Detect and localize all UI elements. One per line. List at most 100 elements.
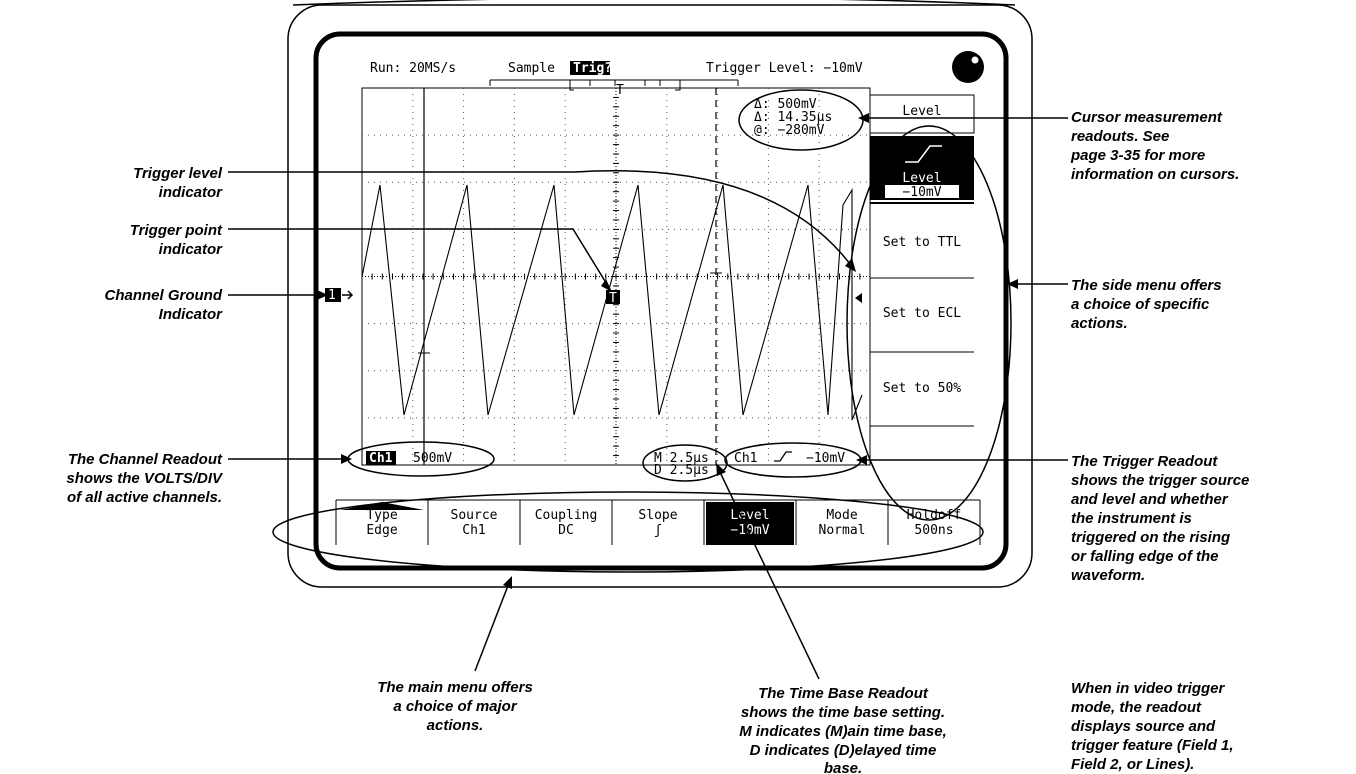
ann-cursor-3: page 3-35 for more	[1070, 147, 1205, 164]
ann-ground-2: Indicator	[159, 306, 224, 323]
cursor-readout-1: Δ: 500mV	[754, 97, 817, 112]
main-menu-level-button[interactable]: Level−10mV	[703, 500, 794, 545]
trigger-slope-icon	[774, 451, 792, 462]
ann-video-3: displays source and	[1071, 718, 1216, 735]
side-menu-ellipse	[846, 125, 1012, 521]
ann-trigger-readout-2: shows the trigger source	[1071, 472, 1249, 489]
knob-highlight	[971, 56, 979, 64]
main-menu-mode-label: Mode	[826, 508, 857, 523]
channel-ground-arrow	[342, 290, 354, 300]
ann-trigger-level-1: Trigger level	[133, 165, 223, 182]
annotations: Trigger level indicator Trigger point in…	[66, 109, 1249, 774]
main-menu-slope-value: ʃ	[654, 523, 662, 538]
ann-side-menu-2: a choice of specific	[1071, 296, 1210, 313]
trigger-point-label: T	[609, 291, 617, 306]
ann-trigger-readout-7: waveform.	[1071, 567, 1145, 584]
ann-timebase-5: base.	[824, 760, 862, 774]
cursor-readout-3: @: −280mV	[754, 123, 825, 138]
ann-cursor-2: readouts. See	[1071, 128, 1169, 145]
main-menu-type-value: Edge	[366, 523, 397, 538]
side-menu-selected-label: Level	[902, 171, 941, 186]
side-menu-item-ecl[interactable]: Set to ECL	[883, 306, 961, 321]
ann-video-4: trigger feature (Field 1,	[1071, 737, 1234, 754]
screen-frame	[313, 31, 1009, 571]
main-menu-mode-value: Normal	[819, 523, 866, 538]
main-menu-pointer-icon	[340, 502, 424, 510]
leader-arrowheads	[317, 113, 1018, 589]
trigger-level-indicator	[855, 293, 862, 303]
ann-cursor-1: Cursor measurement	[1071, 109, 1223, 126]
trigger-readout-level: −10mV	[806, 451, 845, 466]
ann-trigger-level-2: indicator	[159, 184, 224, 201]
ann-main-menu-2: a choice of major	[393, 698, 518, 715]
main-menu-ellipse	[272, 491, 984, 573]
ann-channel-readout-2: shows the VOLTS/DIV	[66, 470, 224, 487]
leader-lines	[228, 117, 1068, 680]
record-t-marker: T	[616, 83, 624, 98]
side-menu-title: Level	[902, 104, 941, 119]
status-trigger-level: Trigger Level: −10mV	[706, 61, 863, 76]
ann-trigger-point-2: indicator	[159, 241, 224, 258]
main-menu-level-label: Level	[730, 508, 769, 523]
channel-readout-channel: Ch1	[369, 451, 393, 466]
ann-trigger-point-1: Trigger point	[130, 222, 223, 239]
side-menu-item-50[interactable]: Set to 50%	[883, 381, 961, 396]
main-menu-selected-bg	[706, 502, 794, 545]
main-menu-source-value: Ch1	[462, 523, 485, 538]
rising-slope-icon	[905, 145, 942, 163]
ann-timebase-4: D indicates (D)elayed time	[750, 742, 937, 759]
ann-ground-1: Channel Ground	[105, 287, 223, 304]
status-trig-state: Trig?	[573, 61, 612, 76]
record-view-bar	[489, 79, 739, 91]
channel-readout-scale: 500mV	[413, 451, 452, 466]
main-menu-level-value: −10mV	[730, 523, 769, 538]
ann-side-menu-1: The side menu offers	[1071, 277, 1222, 294]
ann-cursor-4: information on cursors.	[1071, 166, 1239, 183]
ann-video-1: When in video trigger	[1071, 680, 1226, 697]
side-menu-title-box	[869, 94, 975, 134]
timebase-ellipse	[642, 444, 728, 482]
outer-bezel-arc	[292, 0, 1016, 6]
cursor-readout-2: Δ: 14.35µs	[754, 110, 832, 125]
status-mode: Sample	[508, 61, 555, 76]
main-menu-coupling-value: DC	[558, 523, 574, 538]
knob-icon[interactable]	[952, 51, 984, 83]
timebase-delayed: D 2.5µs	[654, 463, 709, 478]
ann-trigger-readout-4: the instrument is	[1071, 510, 1192, 527]
ann-trigger-readout-1: The Trigger Readout	[1071, 453, 1218, 470]
main-menu-type-label: Type	[366, 508, 397, 523]
trigger-point-indicator	[606, 290, 620, 304]
ann-trigger-readout-3: and level and whether	[1071, 491, 1229, 508]
graticule	[361, 87, 871, 466]
ann-timebase-1: The Time Base Readout	[758, 685, 929, 702]
ann-main-menu-1: The main menu offers	[377, 679, 533, 696]
channel-ground-indicator	[325, 288, 341, 302]
main-menu-holdoff-value: 500ns	[914, 523, 953, 538]
main-menu: TypeEdgeSourceCh1CouplingDCSlopeʃLevel−1…	[335, 499, 981, 545]
main-menu-coupling-label: Coupling	[535, 508, 598, 523]
ann-channel-readout-3: of all active channels.	[67, 489, 222, 506]
ann-channel-readout-1: The Channel Readout	[68, 451, 223, 468]
channel-ground-label: 1	[328, 288, 336, 303]
channel-readout-box	[366, 451, 396, 465]
main-menu-slope-label: Slope	[638, 508, 677, 523]
timebase-main: M 2.5µs	[654, 451, 709, 466]
ann-side-menu-3: actions.	[1071, 315, 1128, 332]
ann-trigger-readout-5: triggered on the rising	[1071, 529, 1230, 546]
trig-state-box	[570, 61, 610, 75]
side-menu: Level Level −10mV Set to TTL Set to ECL …	[869, 88, 975, 465]
ann-trigger-readout-6: or falling edge of the	[1071, 548, 1219, 565]
side-menu-item-ttl[interactable]: Set to TTL	[883, 235, 961, 250]
bezel	[287, 4, 1033, 588]
ann-video-2: mode, the readout	[1071, 699, 1202, 716]
main-menu-source-label: Source	[451, 508, 498, 523]
ann-video-5: Field 2, or Lines).	[1071, 756, 1194, 773]
side-menu-selected-value: −10mV	[902, 185, 941, 200]
ann-main-menu-3: actions.	[427, 717, 484, 734]
